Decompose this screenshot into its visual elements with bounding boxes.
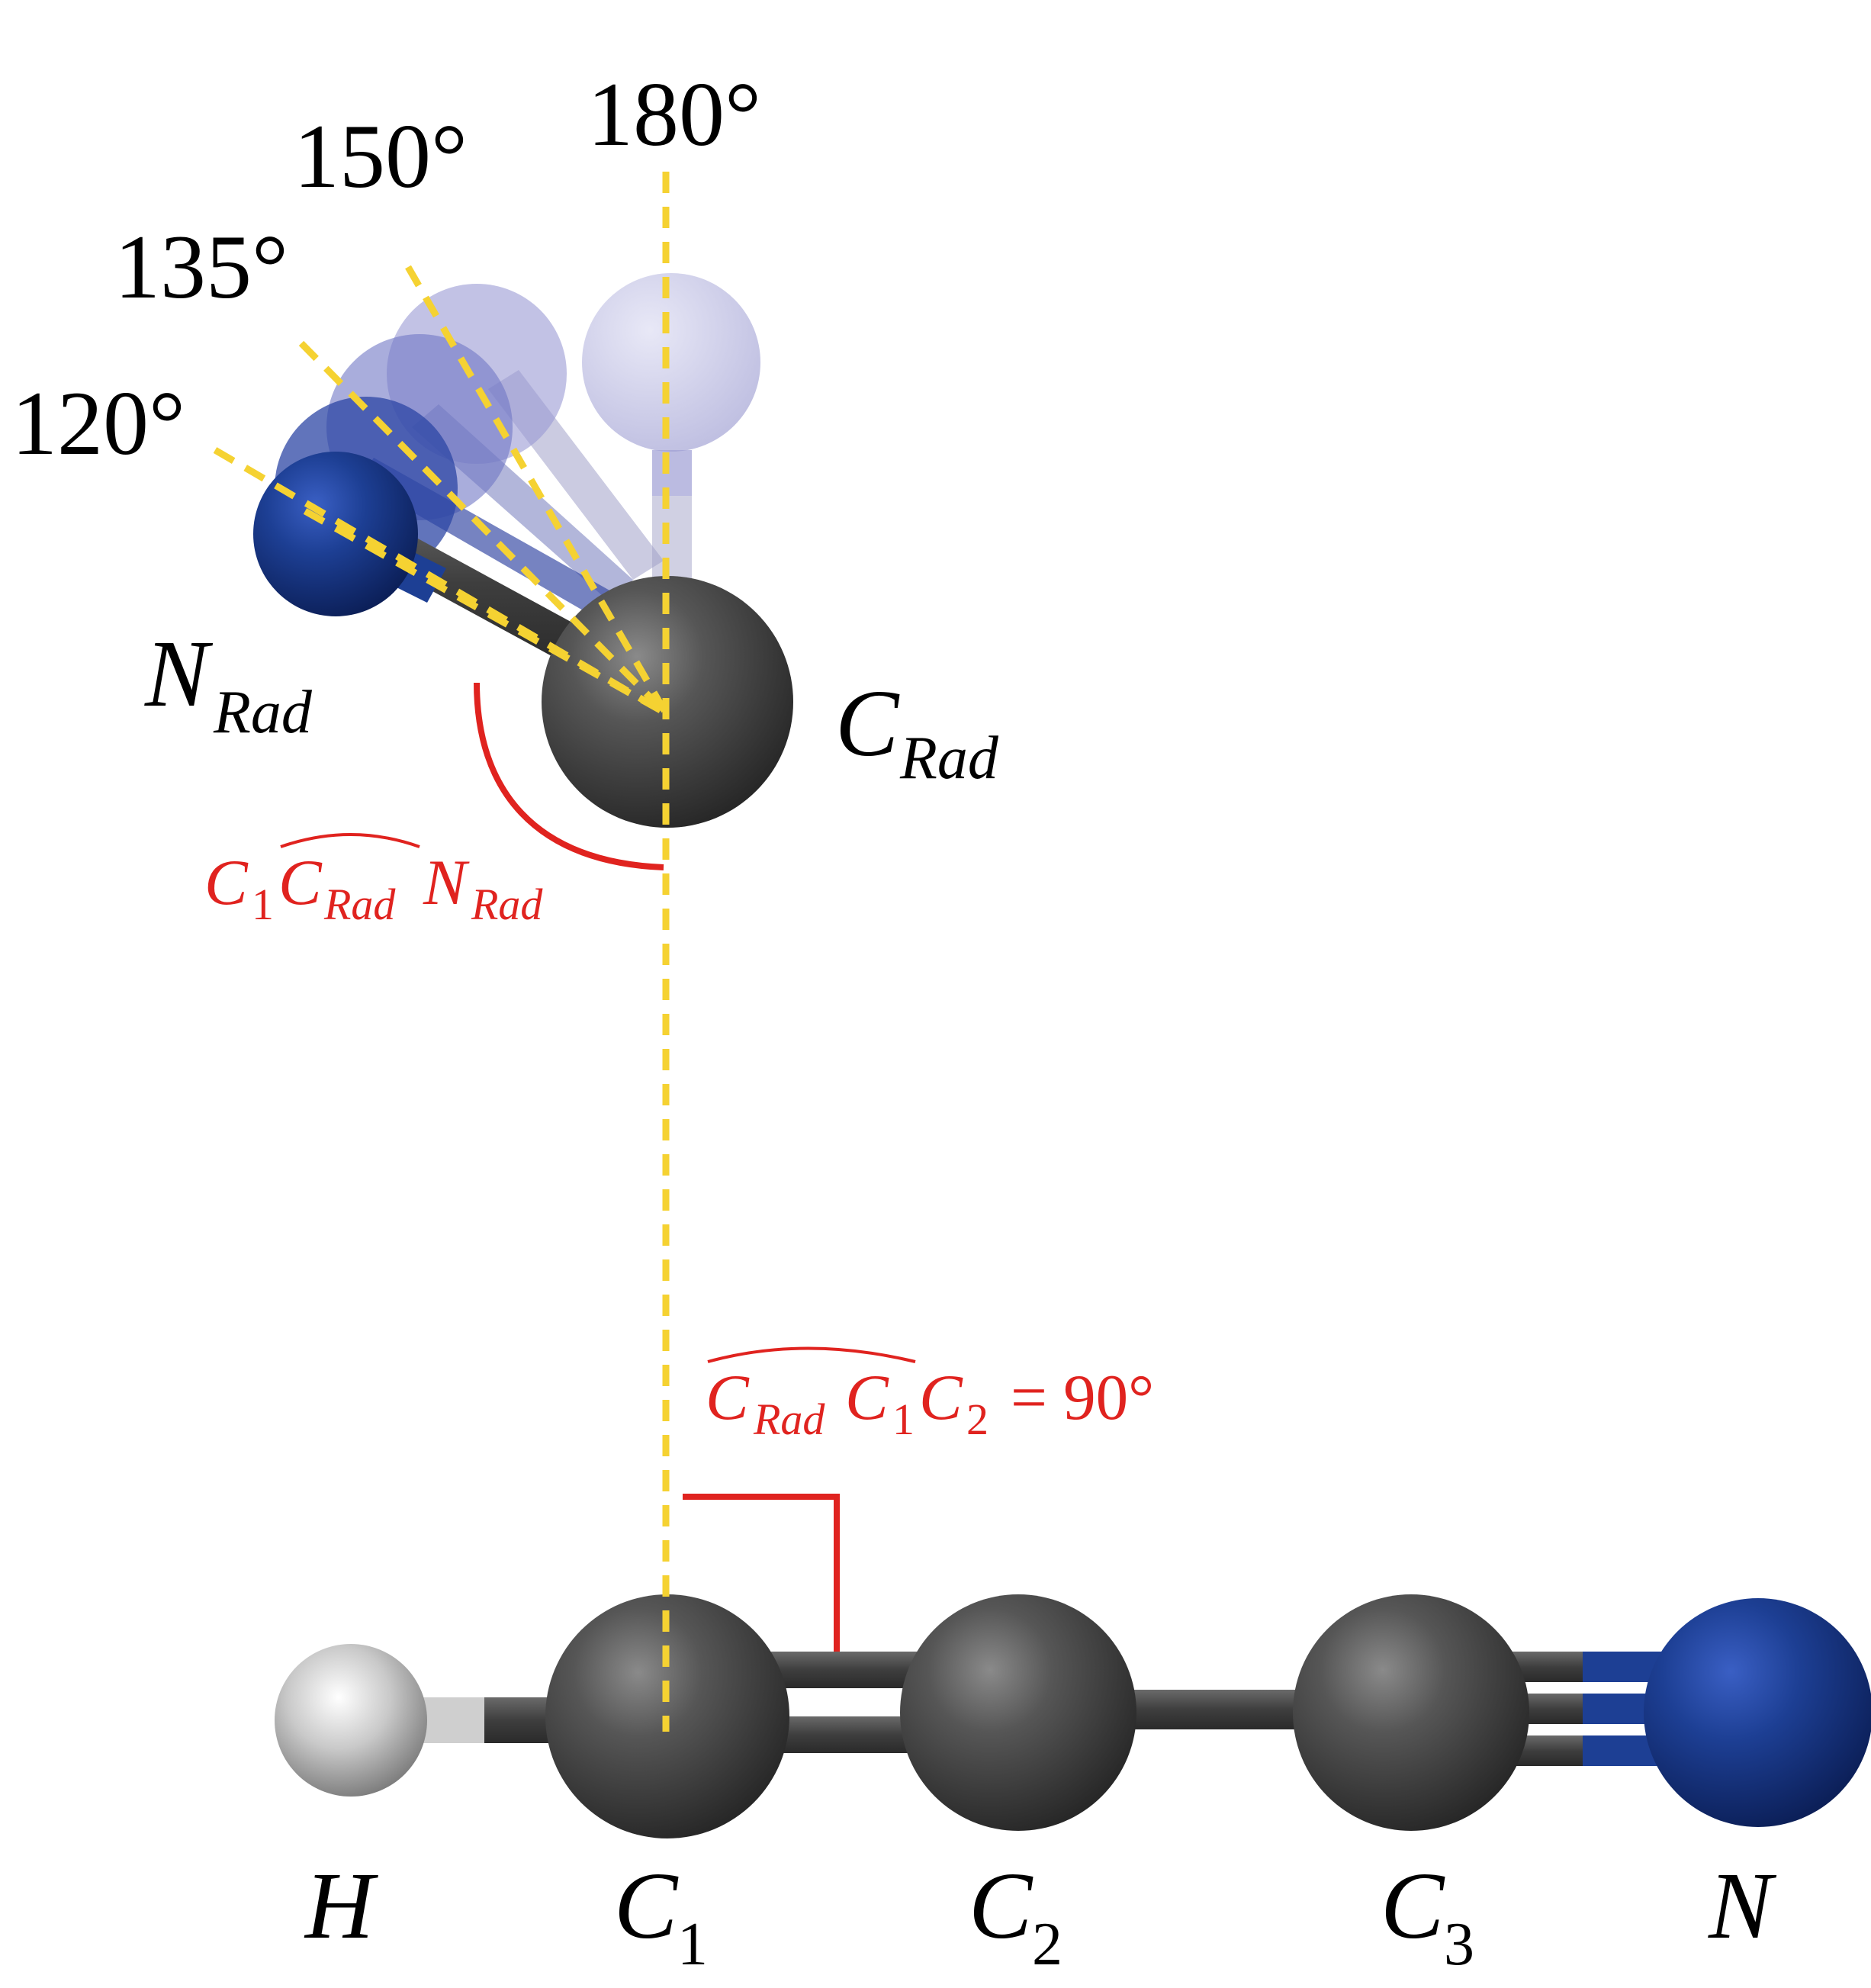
svg-text:1: 1 [252, 880, 274, 929]
svg-text:Rad: Rad [471, 880, 543, 929]
svg-text:Rad: Rad [213, 679, 313, 746]
hc3n-molecule [275, 1594, 1871, 1838]
angle-marks [474, 682, 840, 1652]
svg-text:2: 2 [1032, 1911, 1062, 1978]
label-h: H [304, 1854, 378, 1959]
nrad-180-atom [582, 273, 760, 452]
hat-c1 [707, 1346, 916, 1363]
hat-crad [280, 833, 420, 848]
n-atom [1644, 1598, 1871, 1827]
label-150: 150° [294, 105, 468, 207]
svg-text:C: C [845, 1362, 889, 1433]
label-c2: C [969, 1854, 1034, 1959]
angle-labels: 180° 150° 135° 120° [11, 63, 761, 474]
guide-150 [405, 265, 669, 716]
angle-c1-crad-nrad-label: C 1 C Rad N Rad [204, 847, 543, 929]
svg-text:Rad: Rad [899, 725, 999, 792]
atom-labels: H C 1 C 2 C 3 N [304, 1854, 1777, 1978]
c3-atom [1293, 1594, 1529, 1831]
svg-text:C: C [919, 1362, 963, 1433]
label-120: 120° [11, 372, 185, 474]
svg-text:Rad: Rad [753, 1394, 825, 1444]
svg-text:C: C [278, 847, 323, 918]
label-180: 180° [587, 63, 761, 165]
svg-text:C: C [706, 1362, 750, 1433]
label-135: 135° [114, 216, 288, 317]
nrad-label: N Rad [144, 622, 313, 746]
h-atom [275, 1644, 427, 1797]
svg-text:Rad: Rad [323, 880, 396, 929]
c2-atom [900, 1594, 1136, 1831]
label-c3: C [1381, 1854, 1445, 1959]
svg-text:= 90°: = 90° [1011, 1362, 1154, 1433]
right-angle-mark [683, 1494, 840, 1652]
crad-label: C Rad [835, 671, 999, 792]
svg-text:C: C [835, 671, 900, 777]
svg-text:N: N [144, 622, 214, 727]
svg-text:1: 1 [677, 1911, 708, 1978]
guide-135 [298, 340, 669, 716]
angle-crad-c1-c2-label: C Rad C 1 C 2 = 90° [706, 1362, 1154, 1444]
nrad-atom [253, 452, 418, 616]
svg-text:C: C [204, 847, 249, 918]
guide-lines [213, 172, 670, 1732]
svg-text:1: 1 [892, 1394, 915, 1444]
angle-arc-crad [474, 682, 664, 870]
svg-text:2: 2 [966, 1394, 989, 1444]
svg-text:3: 3 [1444, 1911, 1474, 1978]
label-c1: C [614, 1854, 679, 1959]
label-n: N [1708, 1854, 1777, 1959]
svg-text:N: N [423, 847, 470, 918]
